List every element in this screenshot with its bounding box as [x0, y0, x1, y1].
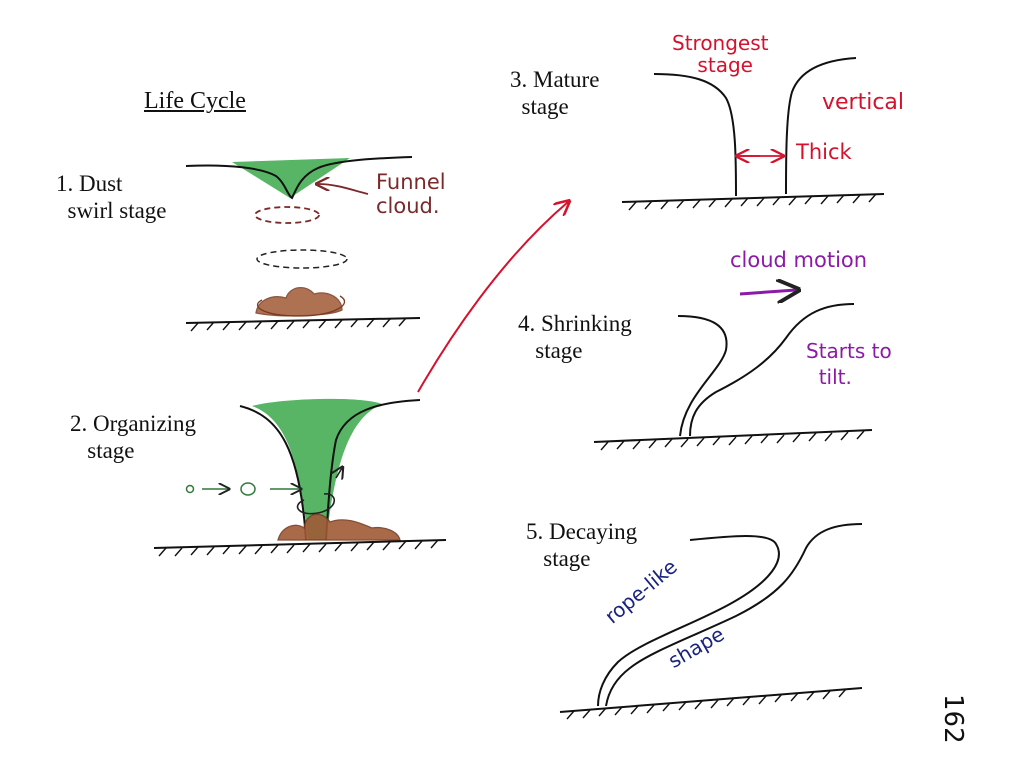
- stage-5-ground: [559, 687, 863, 713]
- funnel-cloud-arrow: [318, 184, 369, 195]
- stage-4-ground: [593, 429, 873, 443]
- stage-2-ground: [153, 539, 447, 549]
- starts-to-tilt-note: Starts to tilt.: [806, 339, 892, 389]
- stage-1-ground-hatch: [190, 317, 407, 332]
- stage-4-drawing: [593, 290, 873, 451]
- stage-5-ground-hatch: [566, 688, 847, 720]
- stage-2-funnel-right: [325, 399, 421, 541]
- page-number: 162: [938, 694, 968, 744]
- funnel-cloud-note: Funnel cloud.: [376, 170, 446, 218]
- stage-2-drawing: [153, 398, 447, 557]
- stage-5-right-wall: [605, 523, 863, 707]
- stage-1-dust-cloud: [255, 287, 343, 317]
- inflow-dot: [185, 484, 195, 494]
- stage-4-right-wall: [689, 303, 855, 437]
- stage-2-swirl-arrow: [336, 468, 342, 478]
- progression-arrow: [417, 202, 568, 393]
- stage-2-label: 2. Organizing stage: [70, 411, 197, 463]
- stage-2-dust: [277, 513, 401, 541]
- stage-1-swirl-lower: [256, 249, 348, 269]
- stage-3-ground-hatch: [628, 193, 877, 211]
- stage-3-left-wall: [653, 73, 737, 197]
- stage-3-ground: [621, 193, 885, 203]
- strongest-stage-note: Strongest stage: [672, 31, 769, 77]
- stage-3-right-wall: [785, 57, 857, 195]
- stage-2-green-funnel: [252, 398, 382, 540]
- stage-2-swirl: [296, 493, 336, 515]
- stage-5-label: 5. Decaying stage: [526, 519, 638, 571]
- cloud-motion-note: cloud motion: [730, 248, 868, 272]
- stage-5-left-wall: [597, 535, 780, 707]
- stage-1-drawing: [185, 156, 421, 332]
- stage-3-drawing: [621, 57, 885, 211]
- stage-1-cloud-base: [185, 156, 413, 200]
- stage-3-label: 3. Mature stage: [510, 67, 600, 119]
- page-title: Life Cycle: [144, 88, 246, 114]
- inflow-circle: [240, 482, 256, 496]
- vertical-note: vertical: [822, 90, 905, 115]
- stage-5-drawing: [559, 523, 863, 720]
- thick-note: Thick: [796, 140, 852, 164]
- stage-1-dust-swirl: [256, 295, 346, 317]
- stage-2-funnel-left: [239, 405, 307, 541]
- stage-1-swirl-upper: [254, 206, 320, 224]
- stage-2-ground-hatch: [158, 539, 439, 557]
- stage-1-label: 1. Dust swirl stage: [56, 171, 167, 223]
- stage-4-ground-hatch: [600, 430, 865, 451]
- stage-4-left-wall: [677, 315, 728, 437]
- stage-4-label: 4. Shrinking stage: [518, 311, 632, 363]
- cloud-motion-arrow: [739, 290, 796, 294]
- stage-1-ground: [185, 317, 421, 324]
